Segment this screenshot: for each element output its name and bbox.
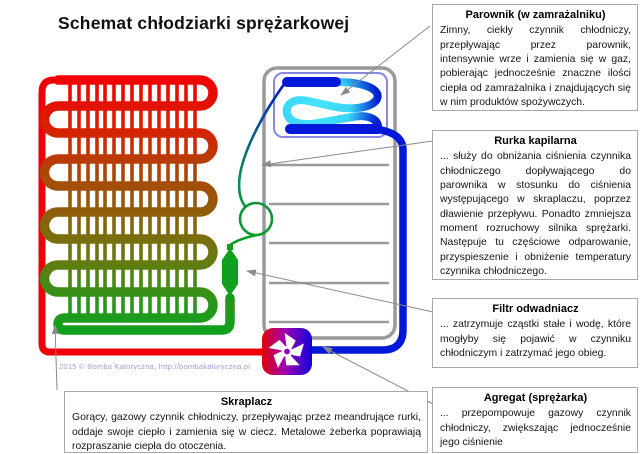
callout-filtr-body: ... zatrzymuje cząstki stałe i wodę, któ… xyxy=(440,319,631,359)
evaporator xyxy=(282,77,383,134)
callout-filtr-odwadniacz: Filtr odwadniacz ... zatrzymuje cząstki … xyxy=(432,298,638,368)
leader-arrow-skraplacz xyxy=(51,324,59,391)
suction-pipe xyxy=(308,125,407,354)
evaporator-mid-coil xyxy=(282,78,382,130)
callout-filtr-title: Filtr odwadniacz xyxy=(492,303,579,315)
condenser-fins xyxy=(68,78,197,320)
copyright-note: 2015 © Bomba Kaloryczna, http://bombakal… xyxy=(59,362,251,371)
callout-rurka-kapilarna: Rurka kapilarna ... służy do obniżania c… xyxy=(432,130,638,280)
fridge-shelves xyxy=(269,163,389,324)
callout-parownik: Parownik (w zamrażalniku) Zimny, ciekły … xyxy=(432,4,638,111)
page-title: Schemat chłodziarki sprężarkowej xyxy=(58,13,350,33)
callout-skraplacz: Skraplacz Gorący, gazowy czynnik chłodni… xyxy=(64,391,428,453)
callout-parownik-title: Parownik (w zamrażalniku) xyxy=(465,9,606,21)
compressor-fan-icon xyxy=(268,332,304,368)
callout-rurka-body: ... służy do obniżania ciśnienia czynnik… xyxy=(440,151,631,278)
capillary-tube xyxy=(229,82,287,247)
filter-drier xyxy=(222,244,238,300)
callout-skraplacz-body: Gorący, gazowy czynnik chłodniczy, przep… xyxy=(72,412,421,452)
callout-agregat-body: ... przepompowuje gazowy czynnik chłodni… xyxy=(440,408,631,448)
compressor-body xyxy=(262,328,312,375)
callout-agregat-title: Agregat (sprężarka) xyxy=(483,392,588,404)
leader-arrow-parownik xyxy=(340,25,431,96)
compressor xyxy=(262,328,312,375)
callout-skraplacz-title: Skraplacz xyxy=(220,396,273,408)
callout-rurka-title: Rurka kapilarna xyxy=(494,135,577,147)
leader-arrow-filtr xyxy=(246,269,434,313)
condenser-coil xyxy=(39,75,235,335)
leader-arrow-rurka xyxy=(261,140,434,168)
callout-parownik-body: Zimny, ciekły czynnik chłodniczy, przepł… xyxy=(440,25,631,108)
callout-agregat: Agregat (sprężarka) ... przepompowuje ga… xyxy=(432,387,638,453)
